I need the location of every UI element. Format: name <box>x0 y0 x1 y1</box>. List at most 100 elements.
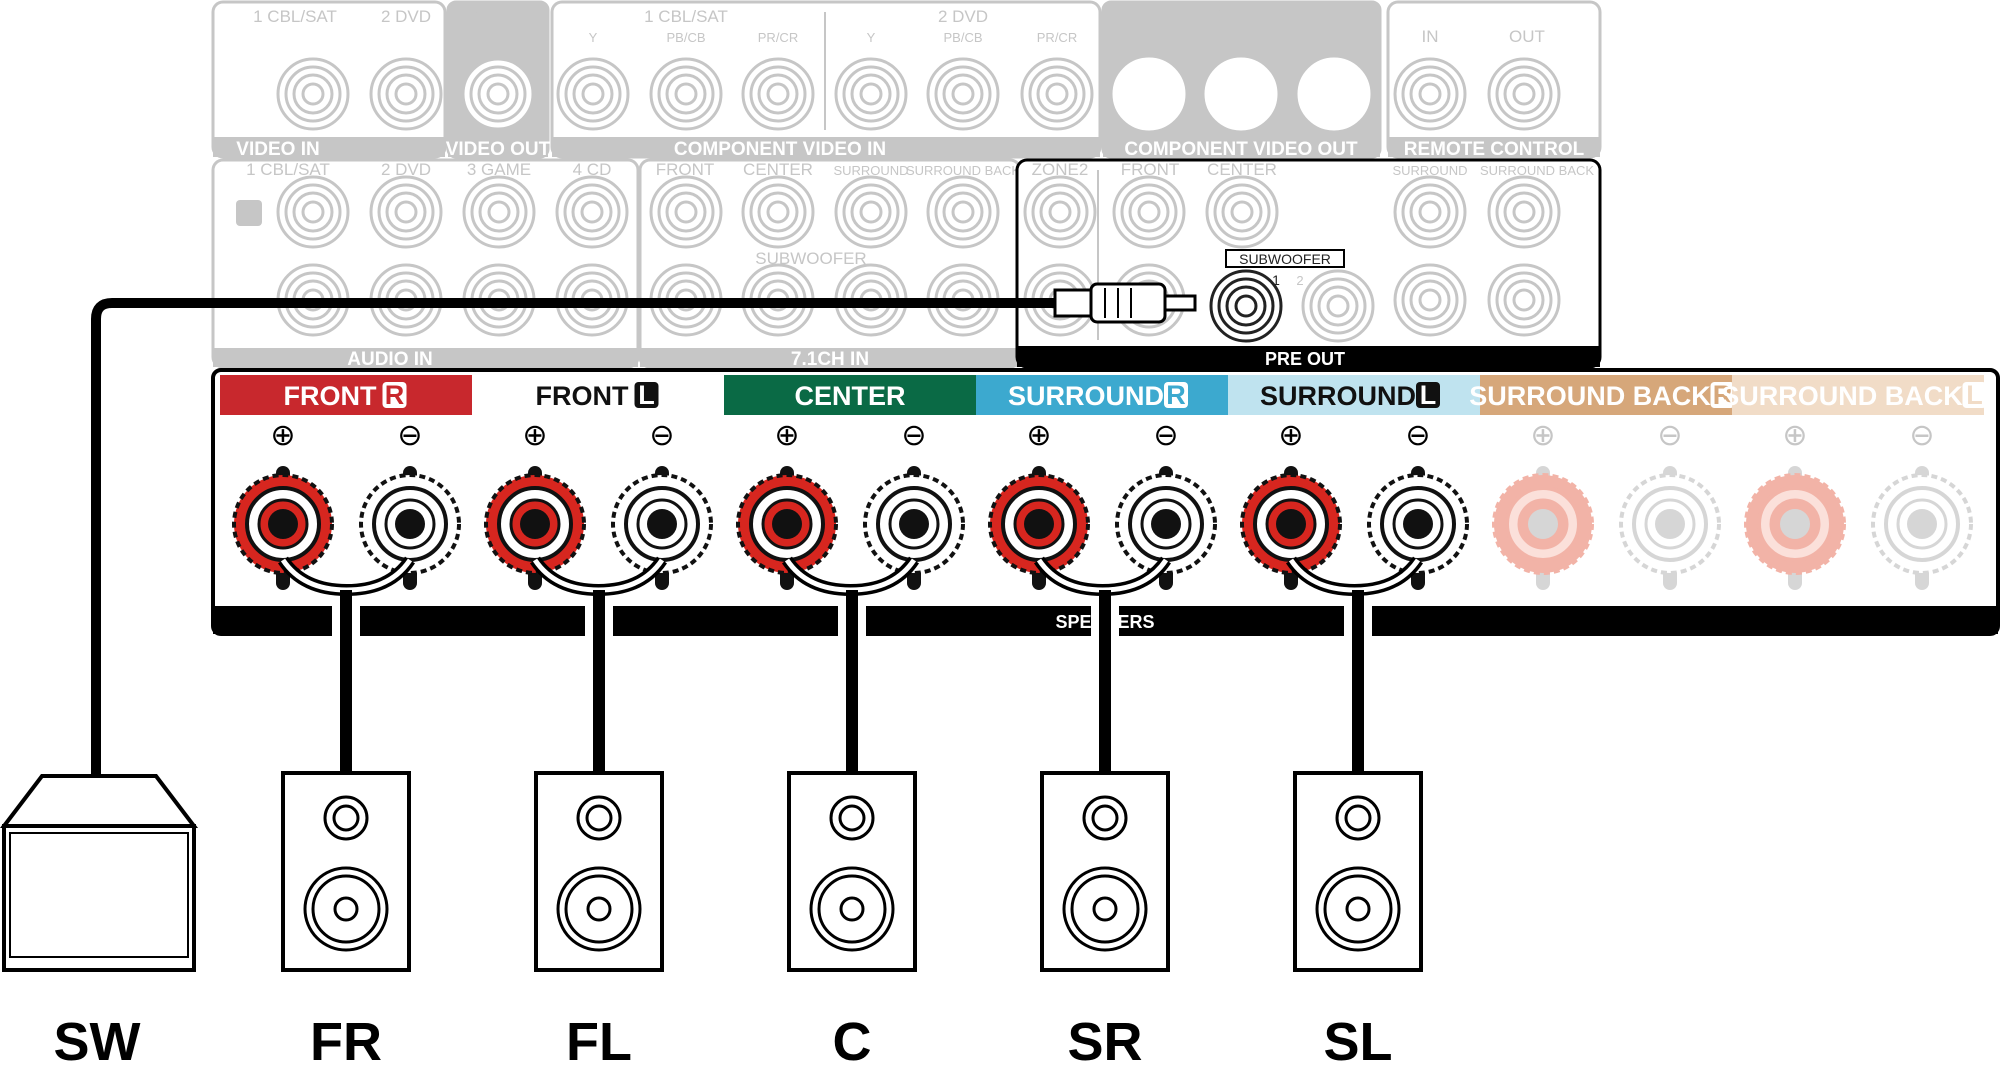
terminal-hole <box>647 509 677 539</box>
speaker-label-sr: SR <box>1067 1012 1142 1072</box>
component-in-strip <box>552 137 1100 157</box>
video-in-title: VIDEO IN <box>236 139 319 160</box>
subwoofer-label: SUBWOOFER <box>1239 251 1331 267</box>
component-in-channel-4: PB/CB <box>943 30 982 45</box>
speaker-label-sw: SW <box>54 1012 141 1072</box>
video-in-strip <box>213 137 445 157</box>
remote-out-jack <box>1487 57 1561 131</box>
tweeter-inner <box>838 804 866 832</box>
subwoofer-number-1: 1 <box>1272 272 1280 288</box>
video-out-jack <box>461 57 535 131</box>
channel-label: FRONT <box>536 381 629 411</box>
rca-plug-collar <box>1053 288 1093 318</box>
terminal-hole <box>899 509 929 539</box>
pre-out-surround-label: SURROUND <box>1392 163 1467 178</box>
plus-symbol: ⊕ <box>270 419 295 452</box>
terminal-hole <box>395 509 425 539</box>
subwoofer-cable <box>91 298 1060 778</box>
subwoofer-1-jack <box>1209 269 1283 343</box>
plus-symbol: ⊕ <box>1026 419 1051 452</box>
channel-label: SURROUND <box>1008 381 1164 411</box>
pre-out-center-label: CENTER <box>1207 160 1277 179</box>
subwoofer-number-2: 2 <box>1296 273 1303 288</box>
tweeter-inner <box>1091 804 1119 832</box>
minus-symbol: ⊖ <box>1405 419 1430 452</box>
audio-in-title: AUDIO IN <box>347 349 433 370</box>
terminal-hole <box>268 509 298 539</box>
plus-symbol: ⊕ <box>1530 419 1555 452</box>
component-in-jack-1 <box>649 57 723 131</box>
terminal-hole <box>1276 509 1306 539</box>
terminal-hole <box>1024 509 1054 539</box>
speaker-fr <box>281 771 411 972</box>
speaker-sw <box>0 774 199 972</box>
speaker-cable-2 <box>846 590 858 773</box>
tweeter-inner <box>332 804 360 832</box>
remote-strip <box>1388 137 1600 157</box>
zone2-label: ZONE2 <box>1032 160 1089 179</box>
terminal-hole <box>520 509 550 539</box>
woofer-cap <box>839 896 865 922</box>
tweeter-inner <box>1344 804 1372 832</box>
component-in-channel-5: PR/CR <box>1037 30 1077 45</box>
speaker-cable-0 <box>340 590 352 773</box>
channel-label-bg <box>472 375 724 415</box>
component-in-note: (ASSIGNABLE) <box>943 143 1037 158</box>
minus-symbol: ⊖ <box>901 419 926 452</box>
component-in-channel-3: Y <box>867 30 876 45</box>
audio-in-input-2: 3 GAME <box>467 160 531 179</box>
channel-side-badge <box>1416 382 1440 408</box>
remote-title: REMOTE CONTROL <box>1404 139 1585 160</box>
speaker-label-sl: SL <box>1323 1012 1392 1072</box>
speaker-c <box>787 771 917 972</box>
video-out-header: MONITOR <box>458 7 538 26</box>
woofer-cap <box>333 896 359 922</box>
ch71-title: 7.1CH IN <box>791 349 869 370</box>
minus-symbol: ⊖ <box>649 419 674 452</box>
audio-in-jack-top-0 <box>276 175 350 249</box>
video-in-input-1: 1 CBL/SAT <box>253 7 337 26</box>
component-out-header: MONITOR <box>1201 5 1281 24</box>
pre-out-front-jack-top <box>1112 175 1186 249</box>
channel-label: SURROUND BACK <box>1469 381 1711 411</box>
video-in-jack-2 <box>369 57 443 131</box>
remote-out-label: OUT <box>1509 27 1545 46</box>
channel-side-letter: L <box>638 380 655 410</box>
speaker-cable-4 <box>1352 590 1364 773</box>
subwoofer-2-jack <box>1301 269 1375 343</box>
component-in-channel-0: Y <box>589 30 598 45</box>
terminal-hole <box>1403 509 1433 539</box>
channel-center: CENTER⊕⊖ <box>724 375 976 597</box>
speaker-fl <box>534 771 664 972</box>
plus-symbol: ⊕ <box>1782 419 1807 452</box>
component-in-group-2: 2 DVD <box>938 7 988 26</box>
channel-label: CENTER <box>794 381 905 411</box>
remote-in-jack <box>1393 57 1467 131</box>
channel-label: SURROUND <box>1260 381 1416 411</box>
channel-side-badge <box>1164 382 1188 408</box>
speaker-label-c: C <box>833 1012 872 1072</box>
channel-side-letter: R <box>1713 380 1733 410</box>
speaker-cable-1 <box>593 590 605 773</box>
channel-side-badge <box>1962 382 1987 408</box>
ch71-jack-top-0 <box>649 175 723 249</box>
audio-in-input-3: 4 CD <box>573 160 612 179</box>
pre-out-strip <box>1017 346 1600 367</box>
channel-label-bg <box>1480 375 1732 415</box>
terminal-hole <box>1151 509 1181 539</box>
component-in-group-1: 1 CBL/SAT <box>644 7 728 26</box>
ch71-jack-top-1 <box>741 175 815 249</box>
channel-label-bg <box>1732 375 1984 415</box>
component-in-jack-0 <box>556 57 630 131</box>
channel-label-bg <box>220 375 472 415</box>
speaker-label-fr: FR <box>310 1012 382 1072</box>
speaker-cables <box>91 282 1372 778</box>
channel-side-letter: L <box>1966 380 1983 410</box>
component-out-jack-2 <box>1297 57 1371 131</box>
channel-side-letter: L <box>1420 380 1437 410</box>
component-in-jack-2 <box>741 57 815 131</box>
